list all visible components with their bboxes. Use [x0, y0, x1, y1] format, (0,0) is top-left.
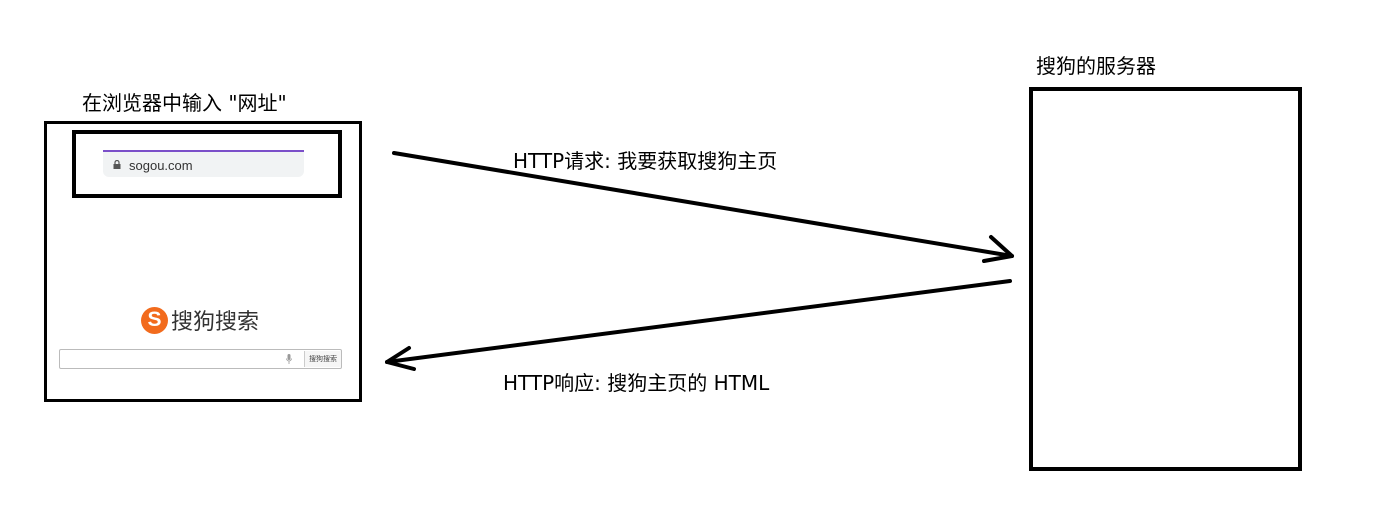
request-label: HTTP请求: 我要获取搜狗主页 — [513, 149, 778, 173]
sogou-logo-name: 搜狗搜索 — [171, 310, 260, 335]
url-text: sogou.com — [129, 158, 193, 173]
server-caption: 搜狗的服务器 — [1036, 54, 1156, 78]
response-label: HTTP响应: 搜狗主页的 HTML — [503, 371, 770, 395]
server-box — [1029, 87, 1302, 471]
mic-icon[interactable] — [286, 354, 292, 364]
browser-caption: 在浏览器中输入 "网址" — [82, 91, 287, 115]
search-input[interactable]: 搜狗搜索 — [59, 349, 342, 369]
request-arrow — [392, 151, 1014, 263]
sogou-logo-icon: S — [141, 306, 168, 334]
sogou-logo-letter: S — [147, 308, 162, 331]
lock-icon — [113, 160, 121, 169]
address-bar[interactable]: sogou.com — [103, 150, 304, 177]
response-arrow — [385, 279, 1012, 371]
search-button[interactable]: 搜狗搜索 — [304, 351, 341, 367]
address-highlight-box — [72, 130, 342, 198]
sogou-logo: S 搜狗搜索 — [141, 305, 259, 335]
